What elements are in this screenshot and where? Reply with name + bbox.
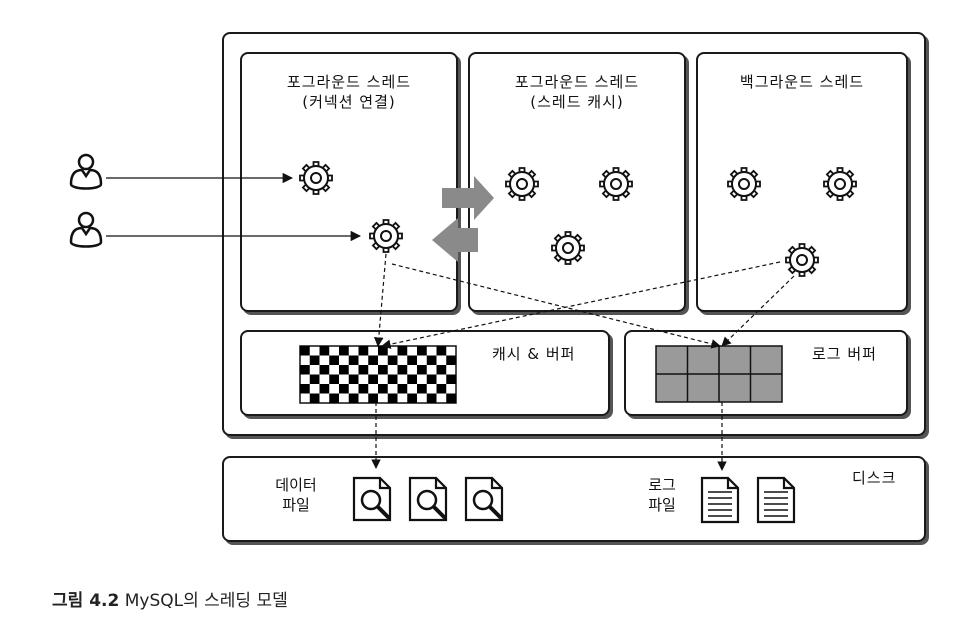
- cache-buffer-cell: [417, 365, 427, 375]
- data-file-line2: 파일: [282, 496, 310, 514]
- log-buffer-grid: [655, 345, 783, 403]
- cache-buffer-cell: [300, 384, 310, 394]
- gear-icon: [727, 167, 761, 201]
- gear-icon: [785, 243, 819, 277]
- cache-buffer-cell: [309, 355, 320, 365]
- cache-buffer-cell: [300, 365, 310, 375]
- log-file-icon: [700, 476, 740, 524]
- cache-buffer-cell: [436, 346, 447, 356]
- cache-buffer-cell: [358, 384, 369, 394]
- thread-reuse-arrow: [432, 218, 478, 262]
- cache-buffer-cell: [348, 374, 359, 384]
- gear-icon: [599, 167, 633, 201]
- gear-icon: [299, 161, 333, 195]
- foreground-connection-thread-panel: [240, 52, 458, 312]
- gear-icon: [369, 219, 403, 253]
- cache-buffer-cell: [309, 393, 320, 403]
- cache-buffer-cell: [319, 384, 330, 394]
- gear-icon: [505, 167, 539, 201]
- fg-connection-line1: 포그라운드 스레드: [286, 73, 412, 91]
- cache-buffer-cell: [368, 355, 378, 365]
- cache-buffer-cell: [446, 393, 456, 403]
- user-icon: [69, 153, 103, 190]
- cache-buffer-cell: [426, 355, 437, 365]
- cache-buffer-cell: [378, 346, 388, 356]
- cache-buffer-cell: [397, 384, 408, 394]
- fg-cache-line1: 포그라운드 스레드: [514, 73, 640, 91]
- foreground-thread-cache-panel: [468, 52, 686, 312]
- data-file-icon: [408, 476, 448, 522]
- data-file-icon: [464, 476, 504, 522]
- cache-buffer-cell: [397, 365, 408, 375]
- background-to-log-buffer-arrow: [721, 275, 795, 347]
- cache-buffer-cell: [339, 346, 349, 356]
- cache-buffer-cell: [300, 346, 310, 356]
- log-buffer-label: 로그 버퍼: [812, 345, 877, 363]
- cache-buffer-cell: [329, 374, 339, 384]
- cache-buffer-cell: [378, 365, 388, 375]
- cache-buffer-cell: [426, 393, 437, 403]
- disk-box: [222, 456, 926, 542]
- cache-buffer-cell: [339, 365, 349, 375]
- cache-buffer-cell: [426, 374, 437, 384]
- cache-buffer-cell: [417, 346, 427, 356]
- cache-buffer-cell: [329, 393, 339, 403]
- cache-buffer-grid: [299, 345, 457, 404]
- cache-buffer-cell: [348, 355, 359, 365]
- cache-buffer-cell: [329, 355, 339, 365]
- cache-buffer-cell: [407, 374, 417, 384]
- gear-to-log-buffer-arrow: [391, 263, 721, 349]
- cache-buffer-cell: [358, 365, 369, 375]
- cache-buffer-cell: [436, 365, 447, 375]
- cache-buffer-cell: [368, 374, 378, 384]
- cache-buffer-cell: [387, 393, 398, 403]
- log-file-icon: [756, 476, 796, 524]
- fg-connection-line2: (커넥션 연결): [302, 93, 396, 111]
- figure-number: 그림 4.2: [52, 591, 120, 611]
- cache-buffer-cell: [387, 374, 398, 384]
- cache-buffer-cell: [397, 346, 408, 356]
- fg-cache-title: 포그라운드 스레드 (스레드 캐시): [468, 72, 686, 112]
- gear-icon: [551, 231, 585, 265]
- cache-buffer-cell: [339, 384, 349, 394]
- cache-buffer-cell: [358, 346, 369, 356]
- data-file-icon: [352, 476, 392, 522]
- fg-connection-title: 포그라운드 스레드 (커넥션 연결): [240, 72, 458, 112]
- gear-icon: [823, 167, 857, 201]
- log-file-line2: 파일: [648, 496, 676, 514]
- cache-buffer-cell: [387, 355, 398, 365]
- user-icon: [69, 211, 103, 248]
- thread-return-arrow: [442, 176, 494, 220]
- cache-buffer-cell: [378, 384, 388, 394]
- log-file-label: 로그 파일: [640, 475, 684, 515]
- figure-title: MySQL의 스레딩 모델: [124, 591, 288, 611]
- fg-cache-line2: (스레드 캐시): [530, 93, 624, 111]
- cache-buffer-cell: [446, 374, 456, 384]
- cache-buffer-cell: [417, 384, 427, 394]
- cache-buffer-cell: [407, 393, 417, 403]
- cache-buffer-label: 캐시 & 버퍼: [492, 345, 576, 363]
- cache-buffer-cell: [446, 355, 456, 365]
- data-file-label: 데이터 파일: [268, 475, 324, 515]
- log-file-line1: 로그: [648, 476, 676, 494]
- disk-label: 디스크: [852, 469, 897, 487]
- background-line1: 백그라운드 스레드: [739, 73, 865, 91]
- cache-buffer-cell: [368, 393, 378, 403]
- gear-to-cache-arrow: [373, 253, 387, 347]
- cache-buffer-cell: [407, 355, 417, 365]
- cache-buffer-cell: [319, 346, 330, 356]
- background-to-cache-arrow: [381, 261, 781, 349]
- data-file-line1: 데이터: [275, 476, 317, 494]
- cache-buffer-cell: [436, 384, 447, 394]
- cache-buffer-cell: [309, 374, 320, 384]
- background-title: 백그라운드 스레드: [696, 72, 908, 92]
- cache-buffer-cell: [348, 393, 359, 403]
- cache-buffer-cell: [319, 365, 330, 375]
- figure-caption: 그림 4.2 MySQL의 스레딩 모델: [52, 586, 288, 611]
